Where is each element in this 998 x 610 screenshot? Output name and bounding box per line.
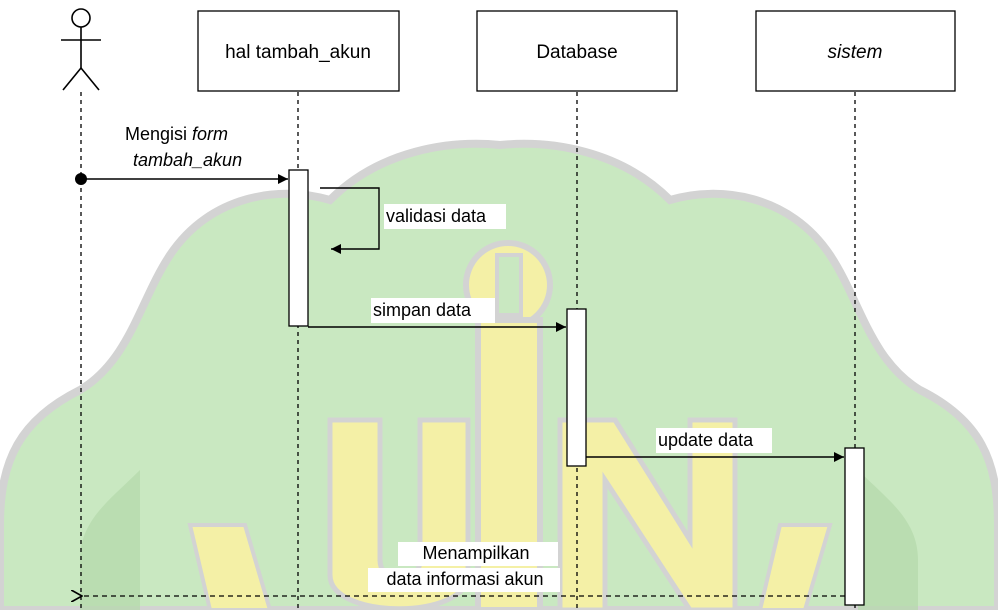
message-mengisi-form-label-line1: Mengisi form — [125, 124, 228, 144]
message-menampilkan-label-line2: data informasi akun — [386, 569, 543, 589]
watermark-letter-n — [557, 417, 738, 610]
message-mengisi-form-label-line2: tambah_akun — [133, 150, 242, 170]
actor-user — [61, 8, 101, 91]
participant-hal-tambah-akun: hal tambah_akun — [197, 10, 400, 92]
actor-head — [71, 8, 91, 28]
message-menampilkan-label-line1: Menampilkan — [422, 543, 529, 563]
watermark-logo — [0, 139, 998, 610]
participant-database: Database — [476, 10, 678, 92]
message-validasi-data-arrow — [320, 187, 380, 254]
participant-label-sistem: sistem — [828, 42, 883, 63]
activation-sistem — [844, 447, 865, 606]
activation-database — [566, 308, 587, 467]
participant-sistem: sistem — [755, 10, 956, 92]
participant-label-hal-tambah-akun: hal tambah_akun — [225, 42, 371, 63]
participant-label-database: Database — [536, 42, 617, 63]
message-simpan-data-label: simpan data — [373, 300, 472, 320]
message-validasi-data-label: validasi data — [386, 206, 487, 226]
message-update-data-label: update data — [658, 430, 754, 450]
activation-hal-tambah-akun — [288, 169, 309, 327]
watermark-pillar — [475, 317, 543, 610]
